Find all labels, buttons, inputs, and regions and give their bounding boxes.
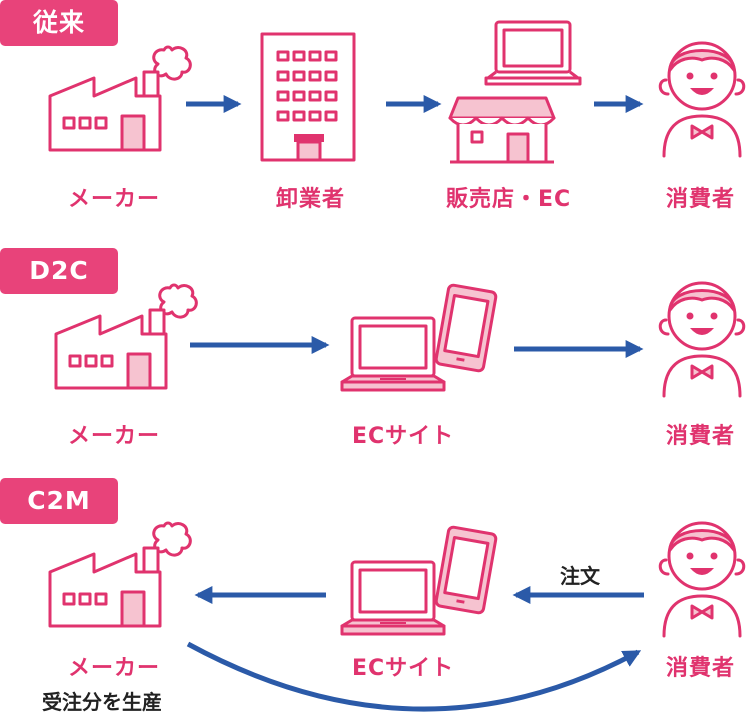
factory-icon <box>48 521 192 628</box>
label-consumer: 消費者 <box>666 424 736 449</box>
label-consumer: 消費者 <box>666 187 736 212</box>
consumer-icon <box>658 281 746 398</box>
label-order: 注文 <box>560 564 600 588</box>
label-consumer: 消費者 <box>666 656 736 681</box>
label-ec-site: ECサイト <box>352 656 455 681</box>
label-make-to-order: 受注分を生産 <box>42 690 162 714</box>
label-maker: メーカー <box>68 656 161 681</box>
label-maker: メーカー <box>68 424 161 449</box>
laptop-icon <box>340 560 446 636</box>
label-wholesaler: 卸業者 <box>276 187 346 212</box>
tag-traditional: 従来 <box>0 0 118 46</box>
laptop-icon <box>340 316 446 392</box>
smartphone-icon <box>433 524 499 616</box>
laptop-icon <box>484 20 582 86</box>
factory-icon <box>54 283 198 390</box>
consumer-icon <box>658 41 746 158</box>
tag-d2c: D2C <box>0 248 118 294</box>
shop-icon <box>448 96 556 164</box>
consumer-icon <box>658 521 746 638</box>
label-maker: メーカー <box>68 187 161 212</box>
label-ec-site: ECサイト <box>352 424 455 449</box>
smartphone-icon <box>433 282 499 374</box>
building-icon <box>260 32 356 162</box>
tag-c2m: C2M <box>0 478 118 524</box>
arrow-maker-to-consumer-curve <box>186 641 642 712</box>
factory-icon <box>48 45 192 152</box>
label-retail-ec: 販売店・EC <box>446 187 572 212</box>
